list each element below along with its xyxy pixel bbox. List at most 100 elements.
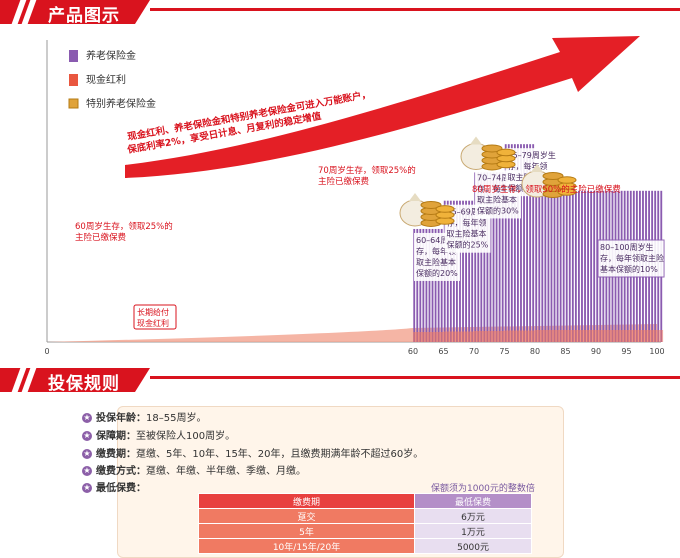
pension-bar: [590, 190, 593, 342]
pension-bar: [425, 228, 428, 342]
x-tick-label: 65: [438, 347, 448, 356]
pension-bar: [538, 190, 541, 342]
x-tick-label: 60: [408, 347, 418, 356]
bar-label-line: 取主险基本: [477, 194, 517, 204]
pension-bar: [523, 144, 525, 342]
rule-term: ★保障期：至被保险人100周岁。: [82, 431, 236, 442]
pension-bar: [556, 190, 559, 342]
table-header: 缴费期: [197, 493, 416, 509]
pension-bar: [593, 190, 596, 342]
table-cell: 5000元: [414, 538, 532, 554]
coin: [496, 148, 516, 157]
bar-label-line: 保额的20%: [416, 268, 458, 278]
pension-bar: [565, 190, 568, 342]
pension-bar: [431, 228, 434, 342]
bar-label-line: 65–69周岁生: [447, 207, 495, 217]
premium-note: 保额须为1000元的整数倍: [431, 484, 535, 494]
pension-bar: [437, 228, 440, 342]
dividend-label-text: 长期给付: [137, 307, 169, 317]
pension-bar: [547, 190, 550, 342]
legend-swatch: [69, 50, 78, 62]
coin: [481, 144, 503, 153]
star-icon: ★: [82, 413, 92, 423]
x-tick-label: 95: [621, 347, 631, 356]
pension-bar: [571, 190, 574, 342]
bar-label-line: 60–64周岁生: [416, 235, 464, 245]
table-row: 10年/15年/20年 5000元: [197, 538, 532, 554]
bar-label-line: 75–79周岁生: [508, 150, 556, 160]
table-row: 5年 1万元: [197, 523, 532, 539]
pension-bar: [529, 144, 532, 342]
bag-knot: [470, 136, 482, 145]
pension-bar: [483, 172, 486, 342]
pension-bar: [553, 190, 556, 342]
pension-bar: [541, 190, 544, 342]
pension-bar: [489, 172, 492, 342]
coin-bag-icon: [399, 192, 455, 227]
table-row: 趸交 6万元: [197, 508, 532, 524]
table-cell: 趸交: [197, 508, 416, 524]
bar-label-line: 80–100周岁生: [600, 242, 653, 252]
rule-age: ★投保年龄：18–55周岁。: [82, 413, 207, 424]
pension-bar: [550, 190, 553, 342]
pension-bar: [584, 190, 586, 342]
table-header-row: 缴费期 最低保费: [197, 493, 532, 509]
pension-bar: [568, 190, 571, 342]
bar-label-line: 取主险基本: [447, 229, 487, 239]
pension-bar: [462, 200, 464, 342]
bar-label-line: 取主险基本: [416, 257, 456, 267]
coin: [542, 172, 564, 180]
pension-bar: [504, 144, 507, 342]
pension-bar: [422, 228, 425, 342]
bar-label-line: 基本保额的10%: [600, 264, 658, 274]
milestone-text: 80周岁生存，领取50%的主险已缴保费: [472, 184, 621, 195]
bag-knot: [409, 192, 421, 201]
dividend-label-box: [133, 304, 177, 330]
bar-label-line: 保额的30%: [477, 205, 519, 215]
x-tick-label: 80: [530, 347, 540, 356]
pension-bar: [480, 172, 483, 342]
x-tick-label: 85: [560, 347, 570, 356]
x-tick-label: 90: [591, 347, 601, 356]
pension-bar: [477, 172, 480, 342]
pension-bar: [513, 144, 516, 342]
rule-payment-method: ★缴费方式：趸缴、年缴、半年缴、季缴、月缴。: [82, 466, 306, 477]
coin-bag-icon: [460, 136, 516, 171]
x-tick-label: 75: [499, 347, 509, 356]
pension-bar: [440, 228, 443, 342]
bar-label-line: 存，每年领: [416, 246, 456, 256]
pension-bar: [468, 200, 471, 342]
pension-bar: [471, 200, 474, 342]
pension-bar: [416, 228, 419, 342]
section-header-product: 产品图示: [0, 0, 680, 26]
header-rule: [150, 8, 680, 11]
section-title: 投保规则: [48, 374, 120, 394]
pension-bar: [517, 144, 519, 342]
dividend-strip: [413, 332, 444, 342]
premium-table: 缴费期 最低保费 趸交 6万元 5年 1万元 10年/15年/20年 5000元: [197, 493, 532, 554]
dividend-strip: [504, 330, 535, 342]
pension-bar: [510, 144, 513, 342]
coin: [435, 205, 455, 213]
pension-bar: [581, 190, 583, 342]
bar-label-box: [597, 239, 665, 278]
dividend-label-text: 现金红利: [137, 318, 169, 328]
section-header-rules: 投保规则: [0, 368, 680, 394]
bar-label-line: 存，每年领取主险: [600, 253, 664, 263]
header-rule: [150, 376, 680, 379]
pension-bar: [492, 172, 495, 342]
legend-label: 特别养老保险金: [86, 97, 156, 110]
pension-bar: [520, 144, 522, 342]
pension-bar: [596, 190, 599, 342]
pension-bar: [434, 228, 437, 342]
x-tick-label: 0: [44, 347, 49, 356]
coin: [557, 176, 577, 184]
pension-bar: [419, 228, 422, 342]
pension-bar: [578, 190, 580, 342]
star-icon: ★: [82, 449, 92, 459]
pension-bar: [535, 190, 538, 342]
pension-bar: [507, 144, 510, 342]
table-header: 最低保费: [414, 493, 532, 509]
milestone-text: 70周岁生存，领取25%的: [318, 165, 416, 176]
